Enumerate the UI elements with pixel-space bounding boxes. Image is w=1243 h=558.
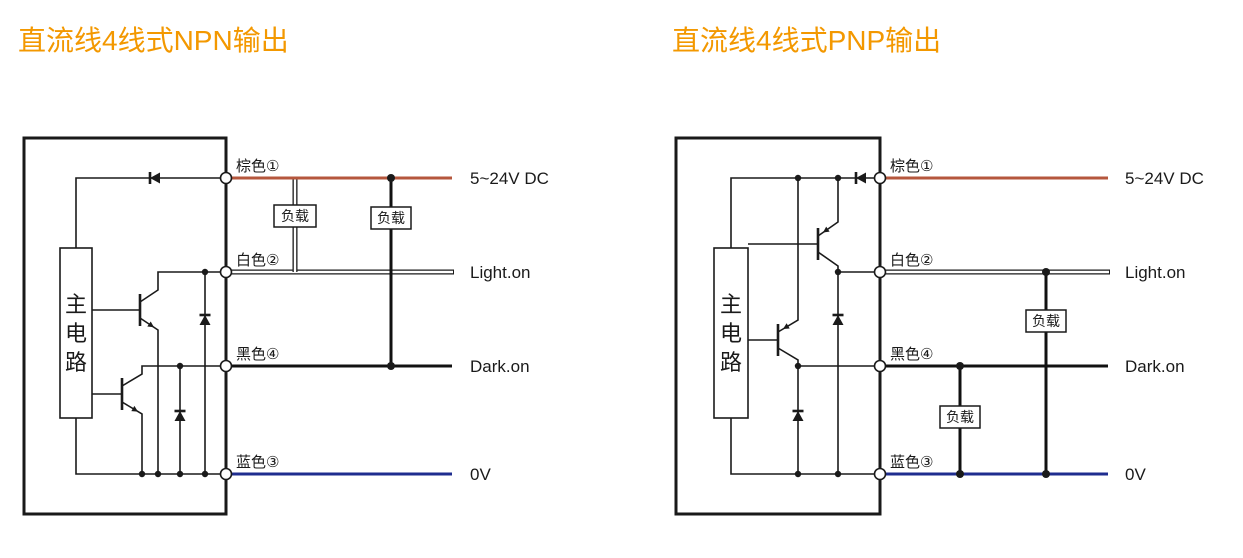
npn-q2-emitter-arrow	[131, 405, 138, 412]
pnp-internal-circuit: 主 电 路	[713, 172, 875, 478]
pnp-supply-trace	[730, 177, 875, 248]
pnp-ground-trace	[730, 418, 875, 475]
junction-dot	[794, 362, 802, 370]
npn-ground-signal: 0V	[470, 465, 491, 484]
npn-dark-signal: Dark.on	[470, 357, 530, 376]
pnp-load1-box	[1025, 309, 1067, 333]
npn-q1-emitter	[139, 317, 159, 474]
junction-dot	[834, 268, 842, 276]
junction-dot	[1042, 470, 1050, 478]
npn-load2-box	[370, 206, 412, 230]
pnp-blue-label: 蓝色③	[890, 453, 933, 471]
pnp-load2-label: 负载	[946, 410, 974, 426]
pnp-load1-label: 负载	[1032, 314, 1060, 330]
pnp-terminal-black	[873, 359, 887, 373]
npn-sensor-housing	[22, 136, 228, 516]
junction-dot	[834, 470, 842, 478]
pnp-brown-label: 棕色①	[890, 157, 933, 175]
pnp-terminal-blue	[873, 467, 887, 481]
pnp-ground-signal: 0V	[1125, 465, 1146, 484]
npn-load2-label: 负载	[377, 211, 405, 227]
npn-diode-light	[199, 315, 211, 325]
pnp-diode-light	[832, 315, 844, 325]
pnp-load2-box	[939, 405, 981, 429]
junction-dot	[794, 174, 802, 182]
pnp-title: 直流线4线式PNP输出	[672, 25, 941, 56]
pnp-main-circuit-char: 主	[720, 293, 742, 318]
pnp-q2-emitter	[777, 178, 799, 333]
junction-dot	[176, 470, 184, 478]
pnp-terminal-brown	[873, 171, 887, 185]
junction-dot	[956, 470, 964, 478]
npn-main-circuit-char: 路	[65, 351, 87, 376]
pnp-supply-diode	[856, 172, 866, 184]
pnp-main-circuit-char: 路	[720, 351, 742, 376]
npn-brown-label: 棕色①	[236, 157, 279, 175]
npn-main-circuit-char: 电	[65, 322, 87, 347]
junction-dot	[794, 470, 802, 478]
pnp-q2-emitter-arrow	[783, 323, 790, 329]
pnp-q1-emitter	[817, 178, 839, 237]
junction-dot	[387, 174, 395, 182]
npn-light-signal: Light.on	[470, 263, 531, 282]
pnp-diode-dark	[792, 411, 804, 421]
junction-dot	[154, 470, 162, 478]
npn-supply-signal: 5~24V DC	[470, 169, 549, 188]
pnp-q2-collector	[777, 347, 875, 367]
npn-terminal-black	[219, 359, 233, 373]
pnp-white-label: 白色②	[890, 251, 933, 269]
npn-terminal-brown	[219, 171, 233, 185]
pnp-black-label: 黑色④	[890, 345, 933, 363]
pnp-terminal-white	[873, 265, 887, 279]
npn-title: 直流线4线式NPN输出	[18, 25, 289, 56]
junction-dot	[834, 174, 842, 182]
pnp-diagram: 直流线4线式PNP输出 主 电 路	[672, 25, 1204, 516]
npn-terminal-white	[219, 265, 233, 279]
junction-dot	[956, 362, 964, 370]
junction-dot	[1042, 268, 1050, 276]
npn-supply-trace	[75, 177, 221, 248]
npn-main-circuit-char: 主	[65, 293, 87, 318]
npn-white-label: 白色②	[236, 251, 279, 269]
pnp-dark-signal: Dark.on	[1125, 357, 1185, 376]
npn-main-circuit-block	[59, 247, 93, 419]
npn-diagram: 直流线4线式NPN输出 主 电 路	[18, 25, 549, 516]
pnp-main-circuit-char: 电	[720, 322, 742, 347]
junction-dot	[201, 268, 209, 276]
pnp-main-circuit-block	[713, 247, 749, 419]
npn-diode-dark	[174, 411, 186, 421]
npn-blue-label: 蓝色③	[236, 453, 279, 471]
npn-q2-emitter	[121, 401, 143, 474]
junction-dot	[387, 362, 395, 370]
npn-terminal-blue	[219, 467, 233, 481]
pnp-supply-signal: 5~24V DC	[1125, 169, 1204, 188]
npn-q2-collector	[121, 365, 221, 387]
npn-load1-label: 负载	[281, 209, 309, 225]
npn-load1-box	[273, 204, 317, 228]
npn-ground-trace	[75, 418, 221, 475]
npn-internal-circuit: 主 电 路	[59, 172, 221, 478]
npn-q1-collector	[139, 271, 221, 303]
junction-dot	[138, 470, 146, 478]
junction-dot	[201, 470, 209, 478]
pnp-sensor-housing	[674, 136, 882, 516]
npn-black-label: 黑色④	[236, 345, 279, 363]
pnp-q1-emitter-arrow	[823, 226, 830, 233]
pnp-q1-collector	[817, 251, 875, 273]
npn-supply-diode	[150, 172, 160, 184]
pnp-light-signal: Light.on	[1125, 263, 1186, 282]
junction-dot	[176, 362, 184, 370]
npn-q1-emitter-arrow	[147, 321, 154, 328]
